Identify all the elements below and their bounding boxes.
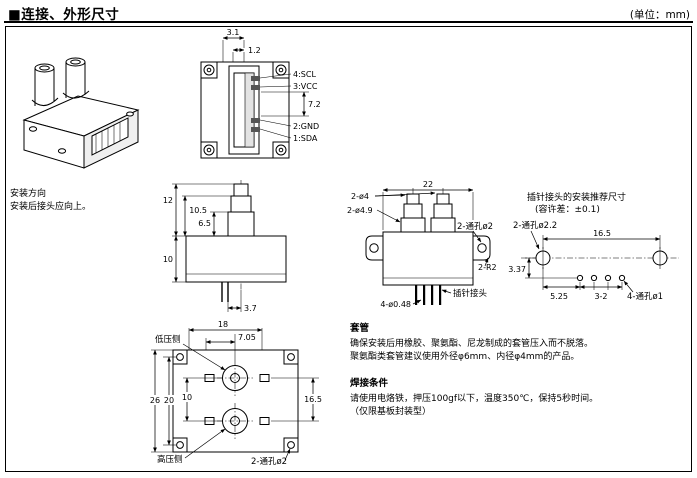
label-2-r2: 2-R2 (478, 263, 497, 272)
port-top-circle (217, 360, 253, 396)
sleeve-line2: 聚氨酯类套管建议使用外径φ6mm、内径φ4mm的产品。 (350, 352, 580, 362)
connector-front-drawing: 3.1 1.2 (200, 28, 321, 159)
mounting-note: 安装方向 安装后接头应向上。 (10, 188, 91, 214)
dim-6-5: 6.5 (198, 219, 211, 228)
front-pins (251, 73, 292, 139)
isometric-view-drawing (22, 57, 140, 169)
dim-3-7: 3.7 (244, 304, 257, 313)
port-front-drawing: 22 2-ø4 2-ø4.9 2-通孔ø2 2-R2 插针接头 4-ø0.48 (347, 180, 497, 309)
label-low-pressure: 低压侧 (155, 334, 181, 345)
isometric-view (12, 52, 147, 174)
dim-16-5: 16.5 (593, 229, 611, 238)
side-nozzle (227, 183, 255, 237)
bottom-view: 18 7.05 26 20 10 (143, 316, 341, 474)
dim-18: 18 (218, 320, 228, 329)
diagram-frame (5, 26, 692, 472)
iso-mount-holes (28, 111, 134, 154)
dim-12: 12 (163, 196, 173, 205)
dim-pitch-3-2: 3-2 (594, 292, 607, 301)
front-pin-span-dim: 7.2 (261, 91, 321, 117)
port-bottom-circle (217, 403, 253, 439)
front-top-dims: 3.1 1.2 (222, 28, 261, 62)
recommended-layout-title: 插针接头的安装推荐尺寸 (527, 193, 627, 203)
section-marker-icon: ■ (8, 7, 22, 23)
dim-16-5-rows: 16.5 (304, 395, 322, 404)
dim-22: 22 (423, 180, 433, 189)
sleeve-line1: 确保安装后用橡胶、聚氨酯、尼龙制成的套管压入而不脱落。 (350, 339, 594, 349)
mounting-note-line2: 安装后接头应向上。 (10, 202, 92, 212)
iso-port-right (62, 57, 90, 99)
dim-7-05: 7.05 (238, 333, 256, 342)
iso-body (22, 95, 140, 169)
sleeve-title: 套管 (350, 323, 370, 334)
bottom-view-drawing: 18 7.05 26 20 10 (147, 320, 326, 467)
dim-7-2: 7.2 (308, 100, 321, 109)
iso-hatch (95, 122, 121, 153)
pin-label-scl: 4:SCL (293, 70, 316, 79)
label-2-d4: 2-ø4 (351, 192, 369, 201)
recommended-layout-drawing: 2-通孔ø2.2 16.5 3.37 5.25 3-2 4-通孔ø1 (508, 220, 679, 302)
label-2-d4-9: 2-ø4.9 (347, 206, 373, 215)
port-dims: 22 2-ø4 2-ø4.9 2-通孔ø2 2-R2 插针接头 4-ø0.48 (347, 180, 497, 309)
label-pin-dia: 4-ø0.48 (380, 300, 411, 309)
recommended-layout-tolerance: (容许差：±0.1) (535, 205, 600, 215)
bottom-dims: 18 7.05 26 20 10 (147, 320, 326, 453)
port-front-view: 22 2-ø4 2-ø4.9 2-通孔ø2 2-R2 插针接头 4-ø0.48 (345, 180, 505, 316)
side-view-drawing: 12 10.5 6.5 10 3.7 (163, 180, 287, 313)
mounting-note-line1: 安装方向 (10, 189, 47, 199)
solder-title: 焊接条件 (350, 378, 389, 389)
layout-holes (535, 247, 668, 282)
pin-label-vcc: 3:VCC (293, 82, 318, 91)
dim-10: 10 (163, 255, 173, 264)
dim-3-37: 3.37 (508, 265, 526, 274)
label-pin-header: 插针接头 (453, 288, 488, 299)
dim-10-pitch: 10 (182, 393, 192, 402)
solder-line2: （仅限基板封装型） (350, 407, 432, 417)
header-rule (4, 21, 693, 23)
dim-10-5: 10.5 (189, 206, 207, 215)
notes-block: 套管 确保安装后用橡胶、聚氨酯、尼龙制成的套管压入而不脱落。 聚氨酯类套管建议使… (350, 322, 688, 419)
dim-1-2: 1.2 (248, 46, 261, 55)
iso-port-left (31, 63, 59, 106)
pin-label-gnd: 2:GND (293, 122, 319, 131)
label-through-holes: 2-通孔ø2 (251, 456, 287, 467)
port-body (365, 231, 491, 305)
label-hole-2-2: 2-通孔ø2.2 (513, 220, 557, 231)
ports (400, 193, 456, 233)
connector-front-view: 3.1 1.2 (187, 26, 337, 172)
dim-20: 20 (164, 396, 174, 405)
section-title-text: 连接、外形尺寸 (21, 7, 120, 23)
pin-label-sda: 1:SDA (293, 134, 318, 143)
dim-5-25: 5.25 (550, 292, 568, 301)
label-small-holes: 4-通孔ø1 (627, 291, 663, 302)
dim-3-1: 3.1 (227, 28, 240, 37)
side-dims: 12 10.5 6.5 10 3.7 (163, 183, 257, 313)
side-body (185, 235, 287, 302)
bottom-callouts: 低压侧 高压侧 2-通孔ø2 (155, 334, 291, 467)
label-through-hole: 2-通孔ø2 (457, 221, 493, 232)
layout-dims: 2-通孔ø2.2 16.5 3.37 5.25 3-2 4-通孔ø1 (508, 220, 663, 302)
section-title: ■连接、外形尺寸 (8, 3, 119, 23)
dim-26: 26 (150, 396, 160, 405)
label-high-pressure: 高压侧 (157, 454, 183, 465)
unit-note: (单位：mm) (629, 9, 690, 21)
side-view: 12 10.5 6.5 10 3.7 (158, 178, 296, 324)
front-body (200, 61, 290, 159)
solder-line1: 请使用电烙铁，押压100gf以下，温度350℃，保持5秒时间。 (350, 394, 599, 404)
recommended-layout: 插针接头的安装推荐尺寸 (容许差：±0.1) 2-通孔ø2.2 16.5 (505, 192, 693, 310)
